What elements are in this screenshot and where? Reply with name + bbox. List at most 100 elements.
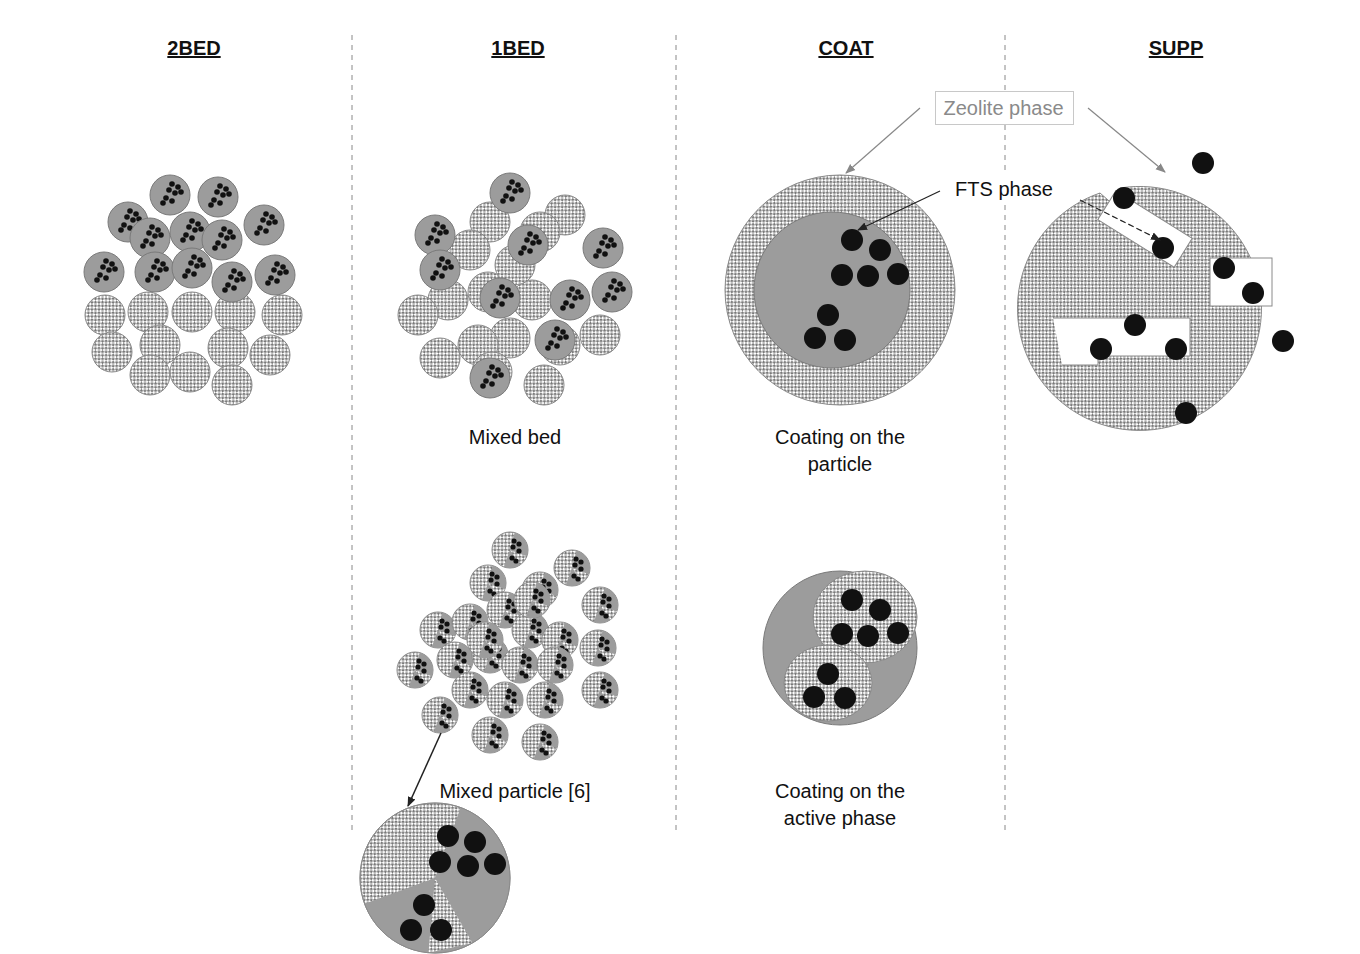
column-heading: COAT [786, 35, 906, 62]
zeolite-particle [522, 724, 558, 760]
zeolite-particle [580, 315, 620, 355]
metal-dot [221, 243, 227, 249]
metal-particle [1213, 257, 1235, 279]
metal-dot [494, 574, 499, 579]
metal-dot [523, 673, 528, 678]
zeolite-particle [725, 175, 955, 405]
metal-dot [124, 214, 130, 220]
metal-dot [231, 268, 237, 274]
metal-dot [160, 261, 166, 267]
metal-dot [476, 688, 481, 693]
metal-dot [536, 621, 541, 626]
zeolite-particle [360, 803, 510, 953]
metal-dot [548, 340, 554, 346]
metal-dot [620, 286, 626, 292]
metal-dot [516, 548, 521, 553]
metal-dot [614, 287, 620, 293]
metal-dot [461, 658, 466, 663]
zeolite-particle [582, 672, 618, 708]
pore [1098, 191, 1192, 268]
metal-dot [489, 364, 495, 370]
metal-dot [439, 273, 445, 279]
metal-dot [445, 259, 451, 265]
metal-particle [804, 327, 826, 349]
metal-dot [471, 678, 476, 683]
zeolite-particle [92, 332, 132, 372]
metal-dot [415, 664, 420, 669]
metal-particle [887, 263, 909, 285]
metal-dot [438, 624, 443, 629]
fts-particle [535, 320, 575, 360]
metal-dot [499, 301, 505, 307]
metal-dot [166, 187, 172, 193]
fts-sector [514, 648, 538, 683]
metal-dot [536, 239, 542, 245]
column-heading: 1BED [458, 35, 578, 62]
metal-dot [118, 227, 124, 233]
metal-dot [480, 383, 486, 389]
metal-dot [456, 648, 461, 653]
metal-dot [554, 343, 560, 349]
metal-particle [1175, 402, 1197, 424]
metal-dot [194, 263, 200, 269]
fts-sector [434, 698, 458, 733]
metal-dot [511, 698, 516, 703]
metal-dot [237, 271, 243, 277]
metal-dot [109, 261, 115, 267]
metal-dot [112, 266, 118, 272]
metal-dot [601, 656, 606, 661]
metal-dot [151, 264, 157, 270]
metal-dot [496, 733, 501, 738]
metal-dot [505, 604, 510, 609]
zeolite-particle [130, 355, 170, 395]
metal-dot [148, 272, 154, 278]
metal-dot [541, 578, 546, 583]
metal-dot [189, 235, 195, 241]
metal-dot [476, 681, 481, 686]
metal-dot [491, 631, 496, 636]
metal-dot [508, 292, 514, 298]
zeolite-particle [262, 295, 302, 335]
metal-dot [442, 265, 448, 271]
metal-dot [441, 638, 446, 643]
metal-dot [573, 556, 578, 561]
metal-dot [496, 653, 501, 658]
metal-dot [599, 636, 604, 641]
metal-dot [511, 608, 516, 613]
metal-dot [493, 743, 498, 748]
metal-dot [600, 599, 605, 604]
metal-dot [508, 618, 513, 623]
metal-dot [430, 275, 436, 281]
metal-dot [546, 581, 551, 586]
zoom-arrow [408, 733, 441, 806]
metal-dot [605, 243, 611, 249]
metal-dot [540, 736, 545, 741]
metal-dot [611, 242, 617, 248]
metal-dot [533, 638, 538, 643]
metal-dot [439, 618, 444, 623]
zeolite-wedge [428, 878, 472, 953]
metal-dot [436, 262, 442, 268]
metal-dot [606, 603, 611, 608]
metal-dot [458, 668, 463, 673]
metal-dot [416, 658, 421, 663]
metal-dot [532, 594, 537, 599]
metal-dot [461, 651, 466, 656]
metal-dot [520, 659, 525, 664]
metal-particle [457, 855, 479, 877]
metal-dot [265, 280, 271, 286]
metal-dot [505, 694, 510, 699]
metal-dot [508, 708, 513, 713]
metal-dot [578, 294, 584, 300]
metal-dot [566, 638, 571, 643]
metal-dot [560, 634, 565, 639]
metal-dot [495, 367, 501, 373]
metal-dot [103, 275, 109, 281]
metal-dot [606, 681, 611, 686]
metal-dot [569, 286, 575, 292]
metal-dot [578, 566, 583, 571]
metal-dot [97, 272, 103, 278]
metal-dot [524, 237, 530, 243]
metal-dot [149, 224, 155, 230]
